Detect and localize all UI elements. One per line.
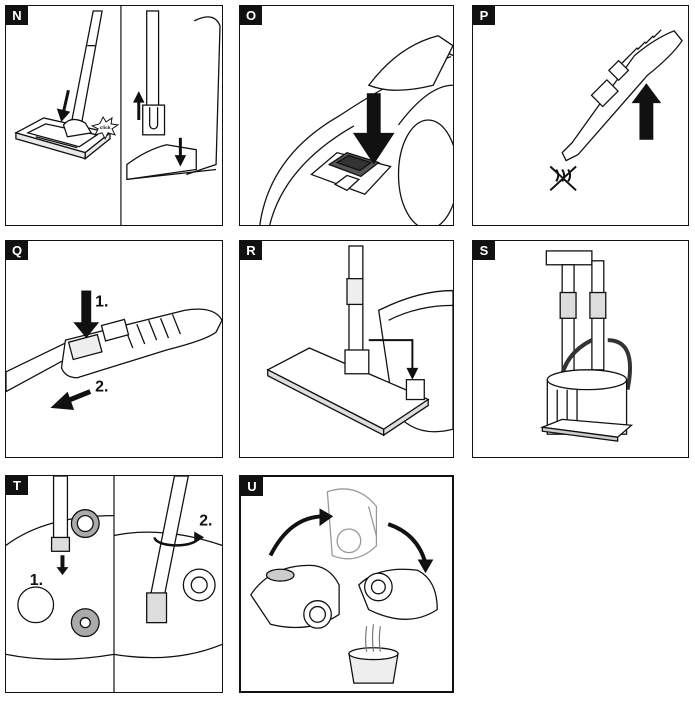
panel-n: N click: [5, 5, 223, 226]
panel-u-illustration: [250, 488, 438, 684]
up-arrow-icon: [133, 91, 145, 120]
panel-o-label: O: [240, 6, 262, 25]
tube-end-left: [50, 476, 71, 552]
step-1-label: 1.: [30, 572, 43, 589]
panel-q: Q 1. 2.: [5, 240, 223, 458]
panel-p-illustration: [549, 29, 683, 192]
steam-cleaner-body: [259, 35, 453, 225]
panel-t-illustration: 1. 2.: [6, 476, 222, 692]
tube-end-right: [146, 476, 189, 624]
panel-r-label: R: [240, 241, 262, 260]
panel-r-illustration: [266, 245, 453, 437]
click-burst-icon: click: [90, 115, 120, 140]
panel-p-label: P: [473, 6, 495, 25]
cleaner-tipped: [358, 568, 438, 620]
nozzle-holder: [405, 379, 425, 401]
pull-arrow-icon: [50, 389, 92, 411]
extension-tube: [344, 245, 370, 375]
panel-n-label: N: [6, 6, 28, 25]
panel-s-illustration: [539, 250, 634, 442]
curved-arrow-right-icon: [387, 522, 428, 564]
floor-nozzle: [539, 418, 634, 442]
down-arrow-icon: [56, 555, 69, 576]
panel-u-label: U: [241, 477, 263, 496]
no-steam-icon: [549, 165, 577, 192]
cleaner-tilting-ghost: [326, 488, 378, 560]
down-arrow-icon: [56, 89, 71, 122]
panel-s-label: S: [473, 241, 495, 260]
panel-r: R: [239, 240, 454, 458]
tube-left: [70, 10, 103, 126]
cleaner-top-left: [6, 509, 115, 660]
step-2-label: 2.: [199, 513, 212, 530]
panel-p: P: [472, 5, 689, 226]
step-2-label: 2.: [95, 379, 108, 396]
curved-arrow-left-icon: [268, 514, 325, 557]
panel-o: O: [239, 5, 454, 226]
handle: [545, 250, 607, 385]
down-arrow-right-icon: [174, 137, 187, 167]
up-arrow-icon: [631, 83, 662, 140]
hand-nozzle-coupling: [60, 308, 222, 379]
press-arrow-icon: [73, 290, 100, 339]
panel-o-illustration: [259, 35, 453, 225]
panel-q-illustration: 1. 2.: [6, 290, 222, 411]
hand-nozzle: [561, 29, 683, 162]
bucket: [348, 647, 399, 684]
panel-u: U: [239, 475, 454, 693]
panel-t: T 1.: [5, 475, 223, 693]
panel-t-label: T: [6, 476, 28, 495]
panel-q-label: Q: [6, 241, 28, 260]
floor-nozzle: [14, 117, 112, 160]
floor-nozzle: [266, 347, 430, 437]
panel-s: S: [472, 240, 689, 458]
water-tank-cap: [310, 151, 392, 196]
cleaner-upright: [250, 564, 340, 629]
click-burst-text: click: [100, 125, 111, 131]
press-down-arrow-icon: [352, 93, 395, 165]
panel-n-illustration: click: [14, 6, 221, 225]
tube-right: [142, 10, 166, 136]
step-1-label: 1.: [95, 293, 108, 310]
